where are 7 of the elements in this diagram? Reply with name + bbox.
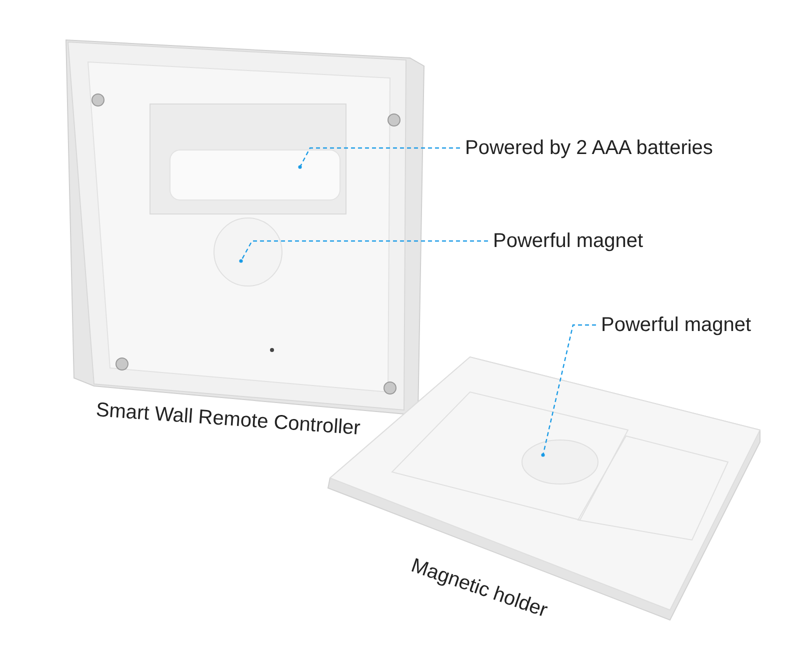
callout-text: Powerful magnet	[493, 230, 644, 252]
callout-text: Powerful magnet	[601, 314, 752, 336]
leader-line	[541, 324, 596, 457]
product-caption: Smart Wall Remote Controller	[95, 398, 362, 440]
leader-line	[239, 240, 488, 263]
leader-line	[298, 147, 460, 169]
callout-text: Powered by 2 AAA batteries	[465, 137, 713, 159]
